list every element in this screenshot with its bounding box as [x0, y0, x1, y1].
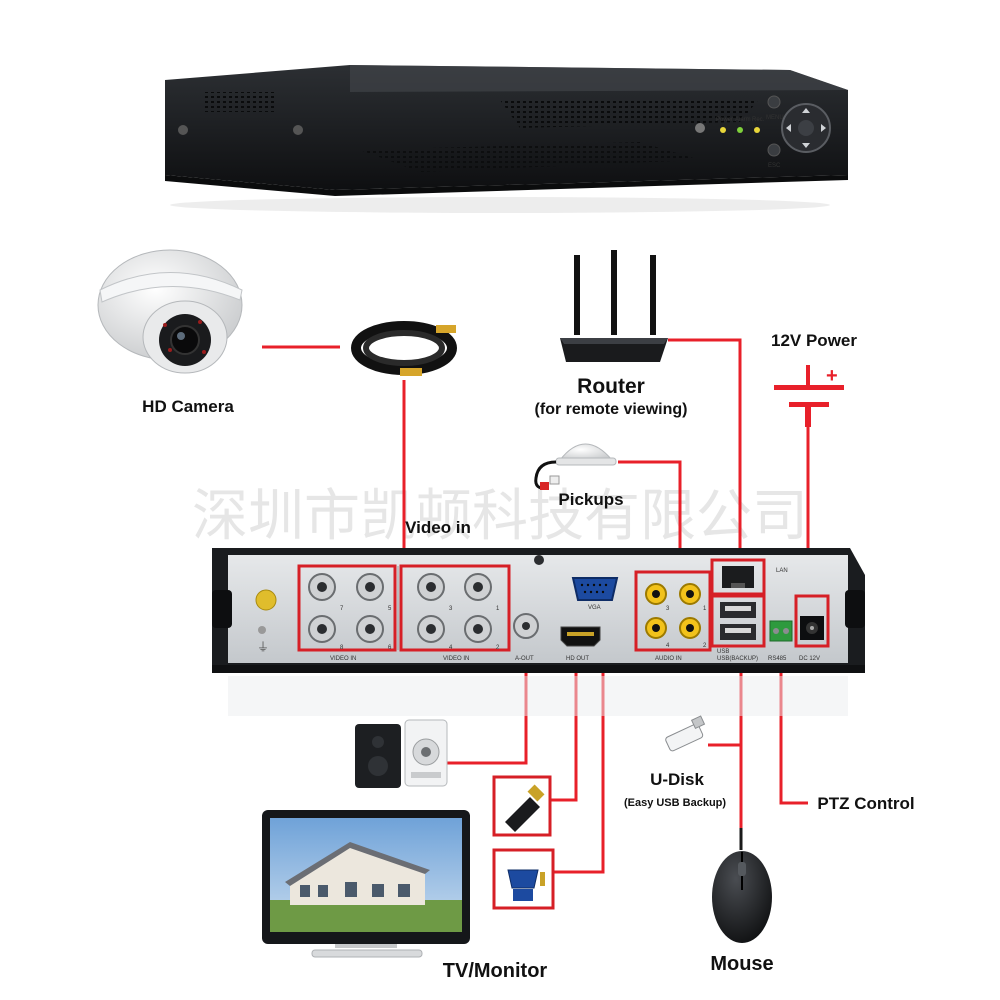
audio-in-label: AUDIO IN [655, 656, 682, 662]
front-rec-label: Rec. [752, 117, 765, 123]
dvr-front-view: Power Alarm Rec. MENU ESC [165, 65, 848, 213]
video-in-port-label-left: VIDEO IN [330, 656, 356, 662]
pickup-microphone-icon [534, 443, 617, 490]
udisk-label: U-Disk [650, 770, 704, 789]
bnc-number: 6 [388, 645, 392, 651]
video-in-bnc-group-right: 3 1 4 2 VIDEO IN [399, 564, 511, 662]
front-power-label: Power [716, 117, 733, 123]
rs485-label: RS485 [768, 656, 787, 662]
vent-grille-left [205, 92, 275, 112]
front-esc-label: ESC [768, 163, 781, 169]
usb-flash-drive-icon [665, 715, 706, 752]
usb-mouse-label: USB [717, 649, 729, 655]
mouse-icon [712, 828, 772, 943]
rca-number: 2 [703, 643, 707, 649]
dc12v-label: DC 12V [799, 656, 820, 662]
bnc-number: 3 [449, 606, 453, 612]
power-led-icon [720, 127, 726, 133]
bnc-number: 7 [340, 606, 344, 612]
tv-monitor-label: TV/Monitor [443, 960, 548, 982]
bnc-number: 2 [496, 645, 500, 651]
rec-led-icon [754, 127, 760, 133]
lan-label: LAN [776, 568, 788, 574]
svg-text:+: + [826, 365, 838, 387]
router-icon [560, 250, 668, 362]
hdmi-port-icon [560, 626, 601, 647]
rca-number: 1 [703, 606, 707, 612]
hd-camera-label: HD Camera [142, 397, 234, 416]
usb-ports-icon [710, 594, 766, 648]
front-menu-label: MENU [766, 115, 784, 121]
tv-monitor-icon [262, 810, 470, 958]
vent-grille-top [500, 98, 760, 128]
a-out-label: A-OUT [515, 656, 534, 662]
speakers-icon [355, 719, 448, 788]
bnc-number: 5 [388, 606, 392, 612]
audio-in-rca-group: 3 1 4 2 AUDIO IN [634, 570, 712, 662]
bnc-number: 1 [496, 606, 500, 612]
lan-port-icon [710, 558, 766, 596]
dome-camera-icon [97, 249, 243, 374]
router-label: Router [577, 375, 645, 398]
video-in-bnc-group-left: 7 5 8 6 VIDEO IN [297, 564, 397, 662]
udisk-subtitle: (Easy USB Backup) [624, 797, 726, 809]
power-label: 12V Power [771, 331, 857, 350]
dc-power-jack-icon [794, 594, 830, 648]
rs485-terminal-icon [769, 620, 793, 642]
bnc-number: 4 [449, 645, 453, 651]
dc-power-symbol-icon: + [774, 365, 844, 427]
video-in-label: Video in [405, 518, 471, 537]
hd-out-label: HD OUT [566, 656, 589, 662]
ptz-control-label: PTZ Control [817, 794, 914, 813]
alarm-led-icon [737, 127, 743, 133]
qc-sticker-icon [255, 589, 277, 611]
audio-out-port-icon [513, 613, 539, 639]
bnc-number: 8 [340, 645, 344, 651]
mouse-label: Mouse [710, 953, 773, 975]
pickups-label: Pickups [558, 490, 623, 509]
ground-icon: ⏚ [257, 640, 269, 654]
rca-number: 3 [666, 606, 670, 612]
video-in-port-label-right: VIDEO IN [443, 656, 469, 662]
hdmi-cable-icon [492, 775, 552, 837]
watermark-text: 深圳市凯顿科技有限公司 [192, 484, 808, 549]
ir-sensor-icon [695, 123, 705, 133]
usb-backup-label: USB(BACKUP) [717, 656, 758, 662]
navigation-pad-icon [781, 103, 831, 153]
front-alarm-label: Alarm [735, 117, 751, 123]
vga-label: VGA [588, 605, 601, 611]
bnc-cable-coil-icon [351, 321, 457, 376]
router-subtitle: (for remote viewing) [535, 401, 688, 418]
vga-port-icon [571, 577, 619, 601]
vga-cable-icon [492, 848, 555, 910]
dvr-rear-panel: ⏚ 7 5 8 6 VIDEO IN 3 1 4 [212, 548, 865, 716]
rca-number: 4 [666, 643, 670, 649]
